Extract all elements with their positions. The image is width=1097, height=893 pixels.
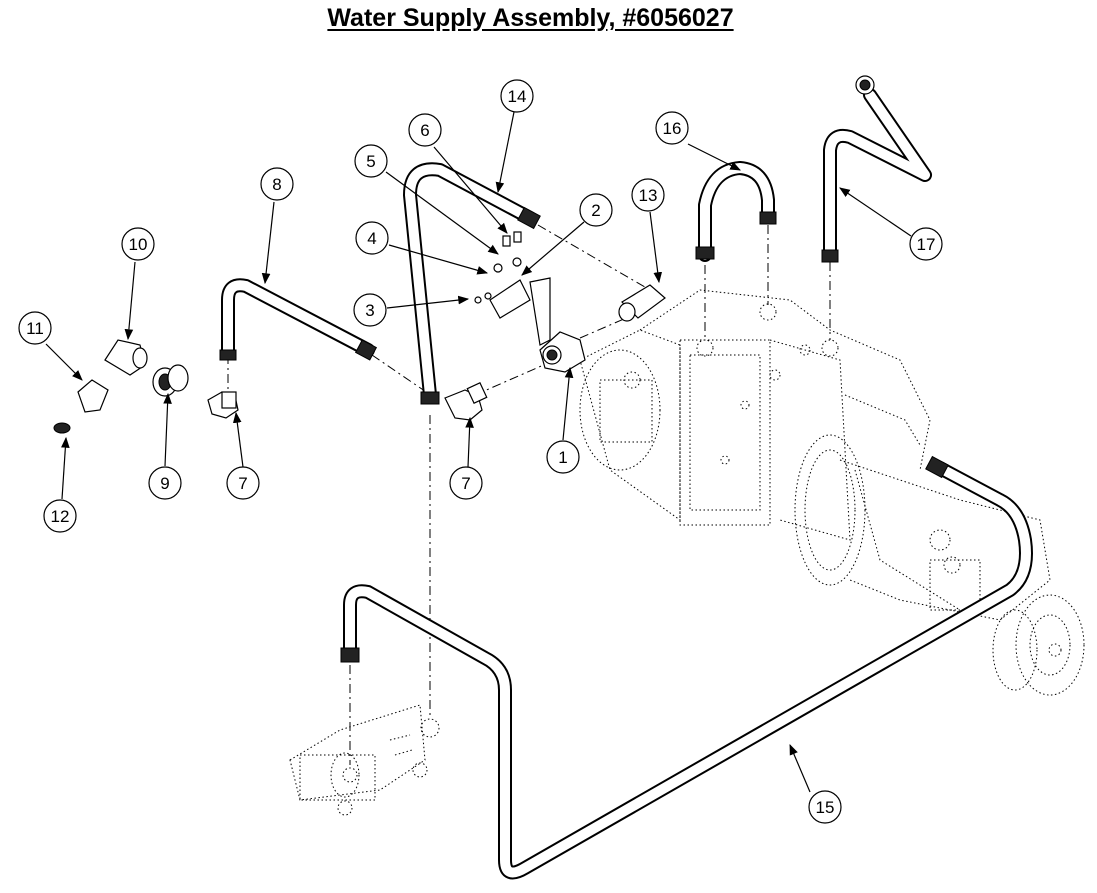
bracket-2 [489, 277, 551, 346]
svg-text:4: 4 [367, 229, 376, 248]
screws-3-6 [474, 231, 522, 304]
svg-text:12: 12 [51, 507, 70, 526]
callout-14: 14 [500, 79, 534, 113]
fitting-9 [152, 364, 189, 397]
callout-11: 11 [18, 311, 52, 345]
svg-text:16: 16 [663, 119, 682, 138]
callout-9: 9 [148, 466, 182, 500]
svg-text:17: 17 [917, 235, 936, 254]
callout-6: 6 [408, 113, 442, 147]
callout-15: 15 [808, 790, 842, 824]
hose-14 [403, 162, 541, 405]
fitting-7-right [444, 381, 488, 421]
callout-leaders [45, 111, 912, 793]
svg-text:13: 13 [639, 186, 658, 205]
svg-text:6: 6 [420, 121, 429, 140]
hose-15 [340, 455, 1033, 880]
svg-text:5: 5 [366, 152, 375, 171]
hose-17 [821, 75, 932, 263]
hose-8 [219, 278, 378, 361]
svg-text:3: 3 [365, 301, 374, 320]
fitting-13 [618, 284, 666, 322]
callout-2: 2 [579, 193, 613, 227]
svg-text:11: 11 [26, 319, 44, 338]
fitting-11 [77, 379, 109, 413]
valve-1 [539, 331, 586, 373]
callout-8: 8 [260, 167, 294, 201]
svg-text:9: 9 [160, 474, 169, 493]
callout-1: 1 [546, 440, 580, 474]
callout-13: 13 [631, 178, 665, 212]
fitting-7-left [207, 391, 239, 419]
fitting-10 [104, 339, 148, 376]
hose-16 [695, 161, 777, 262]
part-12 [53, 422, 71, 434]
svg-text:1: 1 [558, 448, 567, 467]
assembly-centerlines [227, 224, 831, 765]
callout-7-left: 7 [226, 466, 260, 500]
ghost-machine-body [579, 289, 1085, 696]
svg-text:7: 7 [238, 474, 247, 493]
callout-3: 3 [353, 293, 387, 327]
ghost-tank [289, 704, 440, 816]
callout-7-right: 7 [449, 466, 483, 500]
callout-17: 17 [909, 227, 943, 261]
callout-12: 12 [43, 499, 77, 533]
diagram-title: Water Supply Assembly, #6056027 [327, 4, 734, 32]
svg-text:8: 8 [272, 175, 281, 194]
callout-10: 10 [121, 227, 155, 261]
svg-text:10: 10 [129, 235, 148, 254]
callout-5: 5 [354, 144, 388, 178]
svg-text:14: 14 [508, 87, 527, 106]
svg-text:2: 2 [591, 201, 600, 220]
svg-text:15: 15 [816, 798, 835, 817]
callout-4: 4 [355, 221, 389, 255]
callout-16: 16 [655, 111, 689, 145]
svg-text:7: 7 [461, 474, 470, 493]
